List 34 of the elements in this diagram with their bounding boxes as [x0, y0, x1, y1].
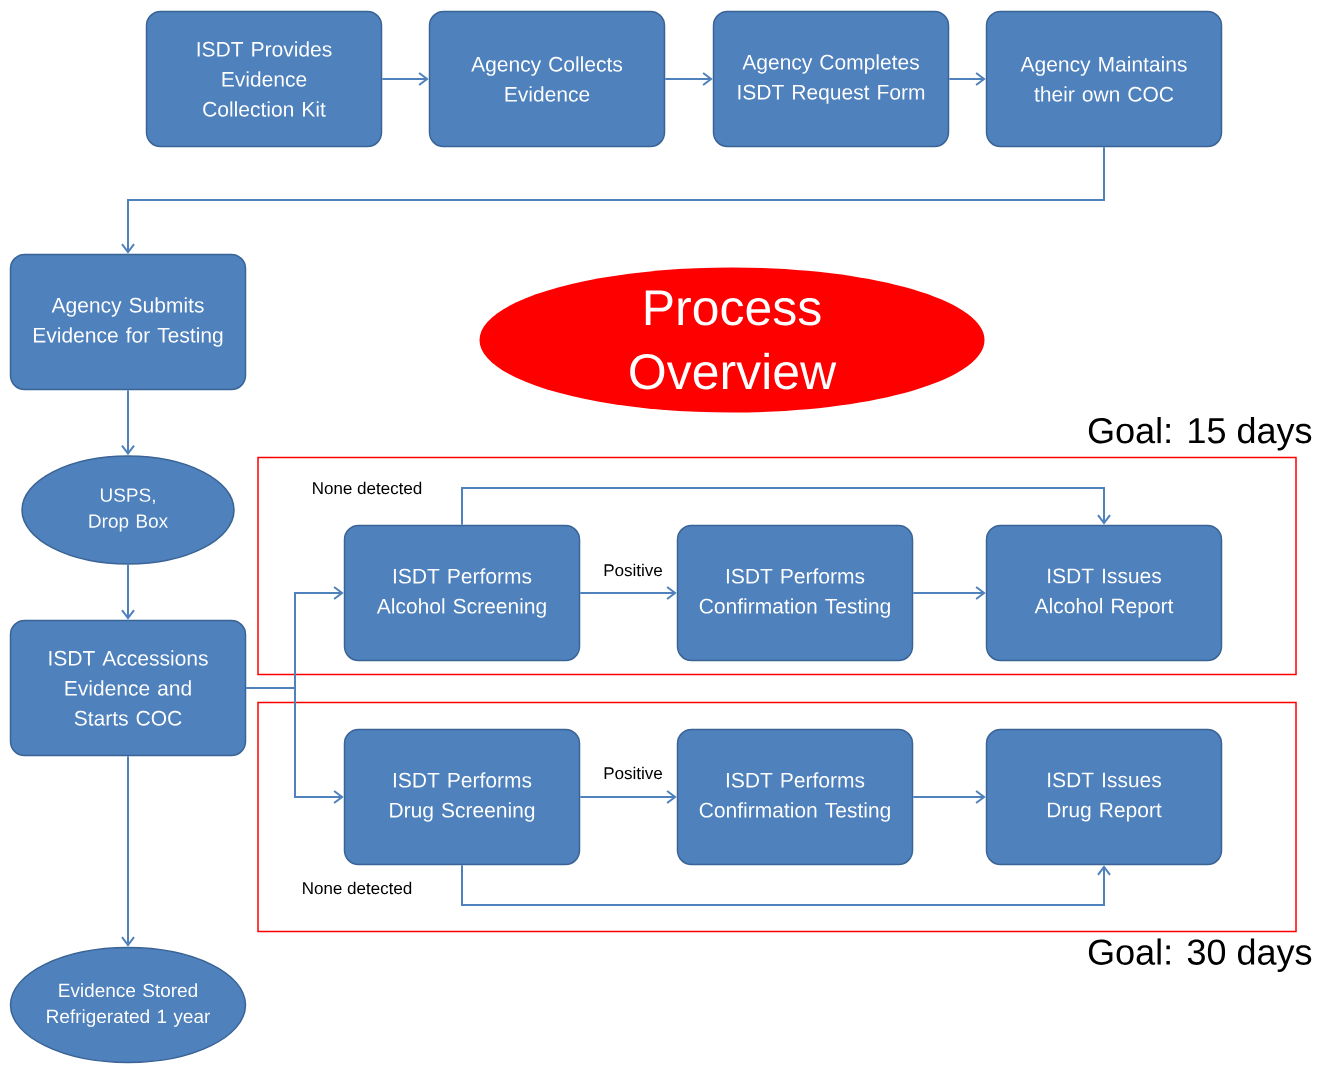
process-box: ISDT Accessions Evidence and Starts COC: [9, 619, 247, 757]
edge-label: Positive: [602, 562, 664, 578]
process-box: ISDT Provides Evidence Collection Kit: [145, 10, 383, 148]
edge-label: None detected: [310, 480, 424, 496]
goal-label: Goal: 30 days: [1088, 938, 1312, 972]
arrow: [245, 687, 344, 804]
process-box: ISDT Issues Alcohol Report: [985, 524, 1223, 662]
edge-label: None detected: [300, 880, 414, 896]
process-box: ISDT Performs Alcohol Screening: [343, 524, 581, 662]
arrow: [579, 586, 677, 600]
arrow: [121, 146, 1105, 254]
ellipse-node: USPS, Drop Box: [21, 455, 235, 565]
process-box: ISDT Performs Confirmation Testing: [676, 728, 914, 866]
arrow: [381, 72, 429, 86]
process-box: Agency Collects Evidence: [428, 10, 666, 148]
process-box: Agency Completes ISDT Request Form: [712, 10, 950, 148]
arrow: [121, 389, 135, 456]
process-box: Agency Submits Evidence for Testing: [9, 253, 247, 391]
process-box: ISDT Performs Confirmation Testing: [676, 524, 914, 662]
arrow: [664, 72, 713, 86]
arrow: [461, 864, 1111, 906]
goal-label: Goal: 15 days: [1088, 417, 1312, 451]
edge-label: Positive: [602, 765, 664, 781]
arrow: [912, 586, 986, 600]
process-box: Agency Maintains their own COC: [985, 10, 1223, 148]
arrow: [121, 563, 135, 620]
arrow: [579, 790, 677, 804]
arrow: [121, 755, 135, 947]
arrow: [461, 487, 1111, 526]
arrow: [912, 790, 986, 804]
ellipse-node: Evidence Stored Refrigerated 1 year: [9, 946, 247, 1064]
process-box: ISDT Issues Drug Report: [985, 728, 1223, 866]
arrow: [948, 72, 986, 86]
process-box: ISDT Performs Drug Screening: [343, 728, 581, 866]
